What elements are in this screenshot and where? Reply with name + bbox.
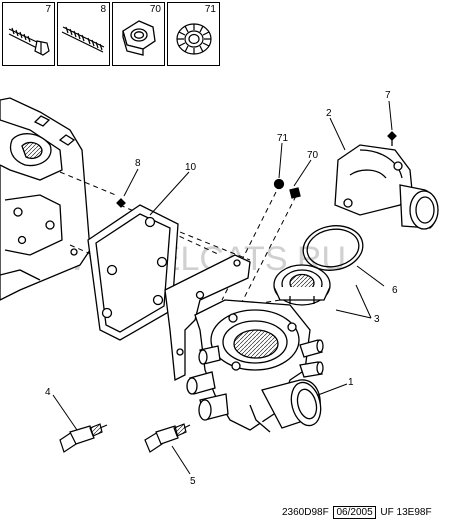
nut-icon	[122, 20, 156, 56]
callout-3: 3	[374, 314, 380, 325]
callout-1: 1	[348, 377, 354, 388]
callout-4: 4	[45, 387, 51, 398]
drawing-date: 06/2005	[333, 506, 376, 519]
fastener-legend: 7 8 70	[2, 2, 222, 68]
callout-10: 10	[185, 162, 197, 173]
legend-cell-nut: 70	[112, 2, 165, 66]
drawing-reference-footer: 2360D98F 06/2005 UF 13E98F	[282, 506, 432, 519]
legend-cell-bolt: 7	[2, 2, 55, 66]
legend-cell-lock-washer: 71	[167, 2, 220, 66]
lock-washer-icon	[176, 23, 212, 55]
callout-6: 6	[392, 285, 398, 296]
drawing-ref: UF 13E98F	[380, 507, 432, 518]
temperature-sensor-5	[144, 423, 191, 453]
thermostat-housing	[164, 254, 324, 433]
gasket	[87, 204, 179, 341]
legend-ref-number: 70	[149, 4, 161, 15]
drawing-code: 2360D98F	[282, 507, 329, 518]
legend-cell-stud: 8	[57, 2, 110, 66]
temperature-sensor-4	[59, 423, 108, 453]
callout-71: 71	[277, 133, 289, 144]
fasteners	[116, 131, 397, 208]
callout-8: 8	[135, 158, 141, 169]
o-ring-seal	[302, 225, 364, 271]
outlet-cover	[334, 144, 439, 230]
legend-ref-number: 71	[204, 4, 216, 15]
legend-ref-number: 7	[45, 4, 51, 15]
thermostat	[273, 264, 331, 306]
callout-70: 70	[307, 150, 319, 161]
legend-ref-number: 8	[100, 4, 106, 15]
engine-block	[0, 97, 91, 301]
stud-icon	[61, 26, 105, 53]
leader-lines	[52, 100, 393, 475]
bolt-icon	[8, 27, 50, 56]
callout-5: 5	[190, 476, 196, 487]
callout-2: 2	[326, 108, 332, 119]
callout-7: 7	[385, 90, 391, 101]
